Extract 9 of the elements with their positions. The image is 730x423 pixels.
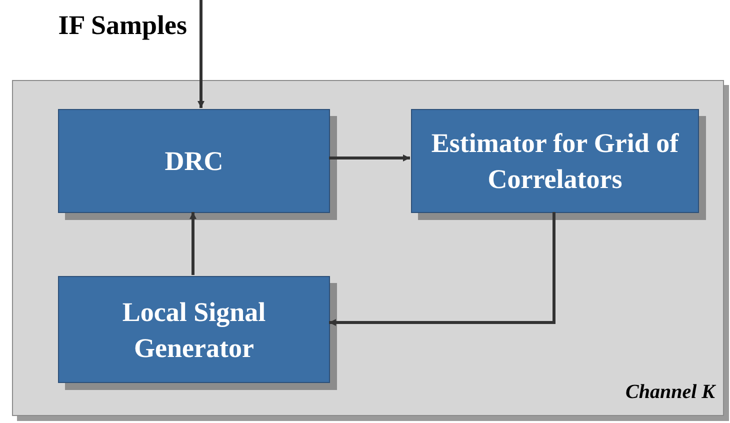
arrow — [329, 212, 556, 326]
edge-label: IF Samples — [58, 12, 187, 39]
panel-label: Channel K — [626, 380, 715, 405]
arrow — [198, 0, 204, 108]
box-label: Estimator for Grid of Correlators — [430, 127, 680, 196]
box-label: Local Signal Generator — [121, 296, 267, 364]
arrow — [190, 212, 196, 275]
arrow — [329, 154, 410, 162]
box-label: DRC — [164, 145, 224, 178]
